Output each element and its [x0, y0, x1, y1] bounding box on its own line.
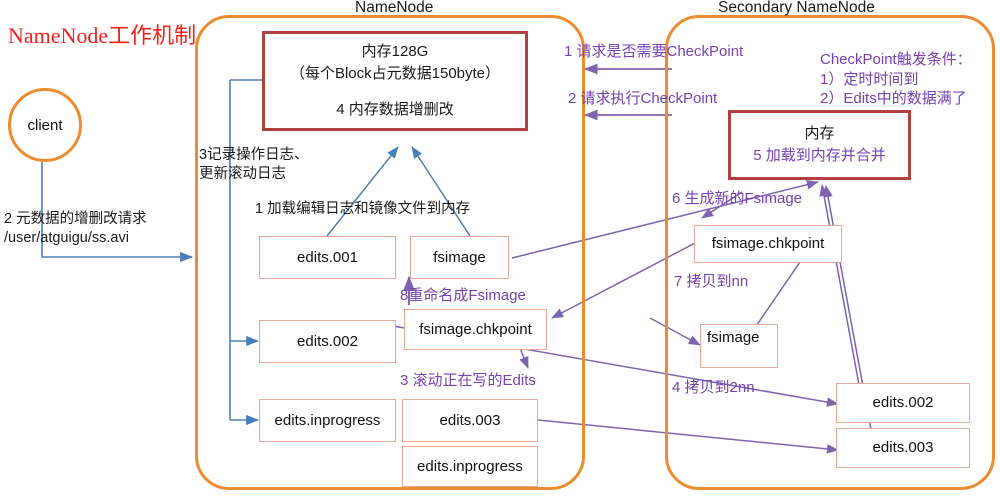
step1-checkpoint-query-label: 1 请求是否需要CheckPoint: [564, 43, 744, 60]
secondary-memory-box: 内存 5 加载到内存并合并: [728, 110, 911, 180]
checkpoint-conditions-line1: CheckPoint触发条件：: [820, 51, 972, 68]
step1-load-label: 1 加载编辑日志和镜像文件到内存: [255, 201, 471, 217]
file-box-nn-edits001[interactable]: edits.001: [259, 236, 396, 279]
file-box-2nn-edits002[interactable]: edits.002: [836, 383, 970, 423]
client-request-label: 2 元数据的增删改请求/user/atguigu/ss.avi: [4, 210, 147, 248]
panel-secondary-namenode-label: Secondary NameNode: [718, 0, 875, 16]
checkpoint-conditions-line3: 2）Edits中的数据满了: [820, 90, 967, 107]
checkpoint-conditions-label: CheckPoint触发条件： 1）定时时间到 2）Edits中的数据满了: [820, 50, 972, 109]
step3-roll-edits-label: 3 滚动正在写的Edits: [400, 372, 536, 389]
file-box-2nn-fsimage[interactable]: fsimage: [700, 324, 778, 368]
step4-copy-to-2nn-label: 4 拷贝到2nn: [672, 379, 755, 396]
file-box-nn-edits002[interactable]: edits.002: [259, 320, 396, 363]
file-box-nn-edits-inprogress-2[interactable]: edits.inprogress: [402, 446, 538, 487]
checkpoint-conditions-line2: 1）定时时间到: [820, 70, 919, 88]
file-box-2nn-fsimage-chkpoint[interactable]: fsimage.chkpoint: [694, 225, 842, 263]
panel-secondary-namenode: [665, 15, 995, 490]
file-box-2nn-edits003[interactable]: edits.003: [836, 428, 970, 468]
step8-rename-label: 8重命名成Fsimage: [400, 287, 526, 304]
secondary-memory-line1: 内存: [804, 125, 835, 143]
client-node[interactable]: client: [8, 88, 82, 162]
page-title: NameNode工作机制: [8, 23, 197, 48]
file-box-nn-edits-inprogress[interactable]: edits.inprogress: [259, 399, 396, 442]
step6-new-fsimage-label: 6 生成新的Fsimage: [672, 190, 803, 207]
step2-checkpoint-exec-label: 2 请求执行CheckPoint: [568, 90, 718, 107]
step3-record-log-label: 3记录操作日志、 更新滚动日志: [199, 147, 309, 182]
client-label: client: [27, 116, 63, 134]
client-request-line2: /user/atguigu/ss.avi: [4, 229, 129, 246]
client-request-line1: 2 元数据的增删改请求: [4, 211, 147, 227]
namenode-memory-line2: （每个Block占元数据150byte）: [289, 65, 501, 83]
namenode-memory-box: 内存128G （每个Block占元数据150byte） 4 内存数据增删改: [262, 31, 528, 131]
file-box-nn-fsimage[interactable]: fsimage: [410, 236, 509, 279]
panel-namenode-label: NameNode: [355, 0, 434, 16]
file-box-nn-fsimage-chkpoint[interactable]: fsimage.chkpoint: [404, 309, 547, 350]
file-box-nn-edits003[interactable]: edits.003: [402, 399, 538, 442]
step7-copy-to-nn-label: 7 拷贝到nn: [674, 273, 749, 290]
secondary-memory-line2: 5 加载到内存并合并: [753, 147, 886, 164]
namenode-memory-line3: 4 内存数据增删改: [336, 100, 454, 118]
panel-namenode: [195, 15, 585, 490]
namenode-memory-line1: 内存128G: [361, 43, 429, 61]
